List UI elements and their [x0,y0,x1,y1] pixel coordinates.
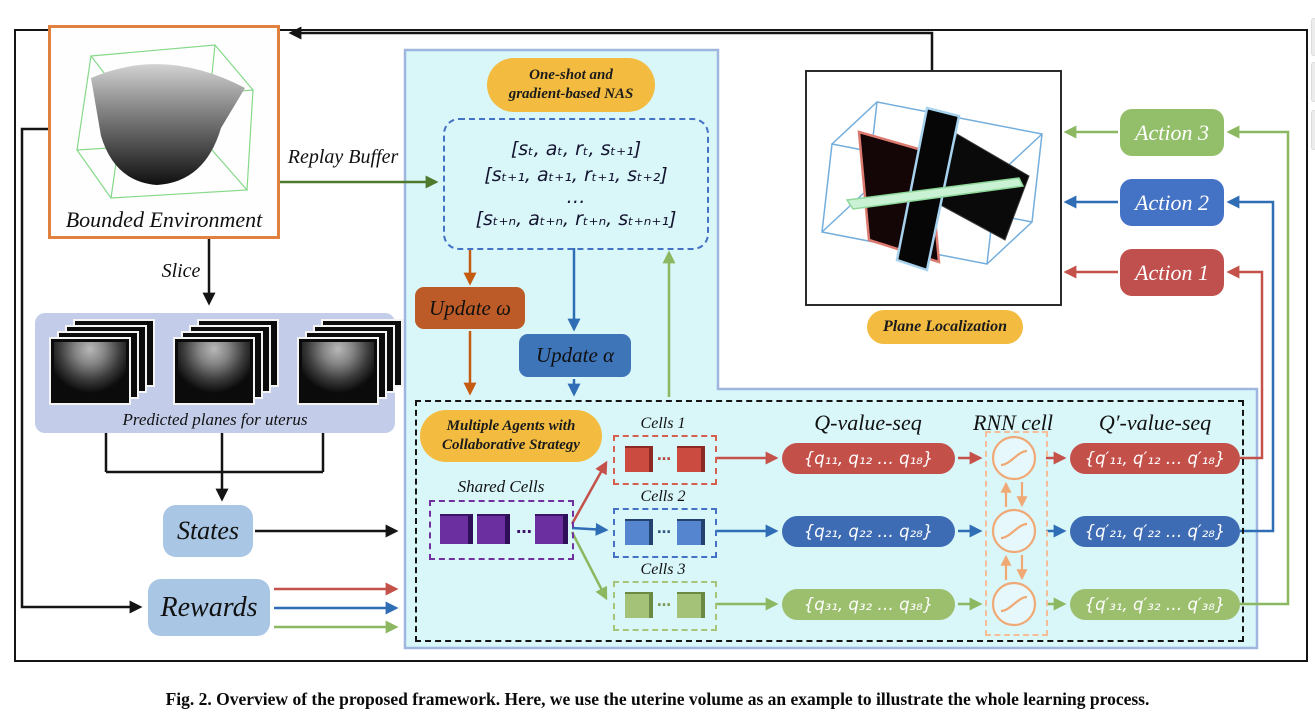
q-prime-value-seq-title: Q′-value-seq [1098,410,1212,435]
predicted-planes-box: Predicted planes for uterus [35,313,403,433]
replay-tuple-n: [sₜ₊ₙ, aₜ₊ₙ, rₜ₊ₙ, sₜ₊ₙ₊₁] [475,207,677,230]
shared-cell-square [477,514,510,544]
agents-badge-line1: Multiple Agents with [446,418,576,435]
multi-agent-dashed-box [415,400,1244,642]
page-edge-artifact [1311,110,1315,150]
replay-tuple-ellipsis: … [566,185,586,208]
ultrasound-slice-image [54,342,126,400]
page-edge-artifact [1311,62,1315,102]
action2-node: Action 2 [1120,179,1224,226]
agents-badge: Multiple Agents with Collaborative Strat… [420,410,602,462]
agents-badge-line2: Collaborative Strategy [442,437,580,453]
shared-cell-square [535,514,568,544]
q-seq-pill-3: {q₃₁, q₃₂ … q₃₈} [782,589,955,620]
rewards-box: Rewards [148,579,270,636]
cell-square-blue [677,519,705,545]
action3-node: Action 3 [1120,109,1224,156]
page-edge-artifact [1311,18,1315,56]
cells1-label: Cells 1 [640,415,686,432]
ultrasound-slice-image [302,342,374,400]
shared-cells-ellipsis: … [516,518,532,537]
q-prime-pill-1: {q′₁₁, q′₁₂ … q′₁₈} [1070,443,1240,474]
plane-localization-box [805,70,1062,306]
bounded-environment-label: Bounded Environment [65,207,263,232]
update-omega-box: Update ω [415,287,525,329]
ultrasound-volume-graphic [75,44,255,199]
ultrasound-slice-image [178,342,250,400]
replay-tuple-2: [sₜ₊₁, aₜ₊₁, rₜ₊₁, sₜ₊₂] [484,164,668,187]
cells3-ellipsis: … [657,594,671,610]
q-prime-pill-3: {q′₃₁, q′₃₂ … q′₃₈} [1070,589,1240,620]
cells1-ellipsis: … [657,448,671,464]
cells3-box: … [613,581,717,631]
plane-front [49,337,131,405]
nas-badge-line1: One-shot and [529,67,613,84]
q-seq-pill-2: {q₂₁, q₂₂ … q₂₈} [782,516,955,547]
shared-cells-box: … [429,500,574,560]
cell-square-red [677,446,705,472]
shared-cells-label: Shared Cells [457,477,545,496]
cells3-label: Cells 3 [640,561,686,578]
figure-frame [14,29,1308,662]
green-edged-plane [845,177,1025,210]
cell-square-green [625,592,653,618]
predicted-planes-caption: Predicted planes for uterus [122,410,308,429]
bounded-environment-box: Bounded Environment [48,25,280,239]
nas-badge: One-shot and gradient-based NAS [487,58,655,112]
cell-square-blue [625,519,653,545]
q-value-seq-title: Q-value-seq [814,410,922,435]
states-box: States [163,505,253,557]
plane-localization-graphic [821,101,1043,272]
plane-stack-3 [297,319,403,409]
figure-caption: Fig. 2. Overview of the proposed framewo… [165,689,1150,709]
cell-square-red [625,446,653,472]
ultrasound-fan [91,64,245,185]
replay-buffer-box: [sₜ, aₜ, rₜ, sₜ₊₁] [sₜ₊₁, aₜ₊₁, rₜ₊₁, sₜ… [443,118,709,250]
cells1-box: … [613,435,717,485]
plane-localization-badge: Plane Localization [867,310,1023,344]
q-prime-pill-2: {q′₂₁, q′₂₂ … q′₂₈} [1070,516,1240,547]
cell-square-green [677,592,705,618]
action1-node: Action 1 [1120,249,1224,296]
rnn-cell-title: RNN cell [972,410,1054,435]
cells2-ellipsis: … [657,521,671,537]
slice-label: Slice [161,260,201,282]
plane-stack-1 [49,319,155,409]
plane-stack-2 [173,319,279,409]
shared-cell-square [440,514,473,544]
plane-front [297,337,379,405]
plane-front [173,337,255,405]
replay-tuple-1: [sₜ, aₜ, rₜ, sₜ₊₁] [510,137,642,160]
cells2-label: Cells 2 [640,488,686,505]
q-seq-pill-1: {q₁₁, q₁₂ … q₁₈} [782,443,955,474]
rnn-cell-box [985,431,1048,636]
update-alpha-box: Update α [519,334,631,377]
cells2-box: … [613,508,717,558]
replay-buffer-label: Replay Buffer [287,146,399,168]
nas-badge-line2: gradient-based NAS [508,86,634,102]
